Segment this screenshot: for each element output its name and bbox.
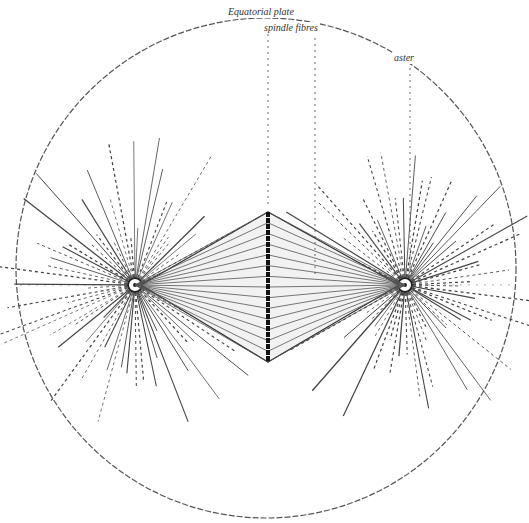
aster-ray: [24, 199, 129, 281]
leader-line: [315, 38, 316, 275]
aster-ray: [135, 293, 136, 387]
aster-ray: [91, 244, 129, 279]
spindle-fibre: [268, 266, 405, 285]
leader-line: [410, 68, 411, 268]
aster-ray: [381, 153, 404, 277]
spindle-fibre: [268, 285, 405, 362]
aster-ray: [63, 247, 128, 281]
aster-ray: [58, 290, 129, 347]
spindle-fibre: [135, 285, 268, 362]
spindle-fibre: [135, 285, 268, 351]
aster-ray: [407, 293, 429, 409]
aster-ray: [0, 288, 127, 337]
aster-ray: [409, 292, 426, 327]
aster-ray: [412, 224, 495, 281]
spindle-fibre: [135, 212, 268, 285]
aster-ray: [127, 293, 134, 373]
spindle-fibre: [268, 276, 405, 285]
spindle-fibre: [268, 223, 405, 285]
aster-ray: [131, 237, 134, 277]
aster-ray: [7, 286, 127, 307]
part-label: spindle fibres: [262, 22, 320, 34]
aster-ray: [412, 216, 527, 281]
aster-ray: [37, 243, 128, 282]
aster-ray: [412, 234, 520, 282]
aster-ray: [121, 293, 133, 368]
aster-ray: [0, 266, 127, 284]
aster-ray: [81, 292, 131, 381]
aster-ray: [109, 196, 132, 277]
aster-ray: [134, 141, 135, 277]
aster-ray: [82, 199, 131, 278]
aster-ray: [413, 282, 470, 285]
equatorial-plate: [266, 212, 270, 362]
aster-ray: [411, 290, 511, 369]
spindle-fibre: [135, 255, 268, 285]
aster-ray: [67, 244, 128, 281]
spindle-fibre: [135, 266, 268, 285]
aster-ray: [108, 142, 133, 277]
spindle-fibre: [135, 223, 268, 285]
spindle-fibre: [135, 285, 268, 319]
spindle-fibre: [135, 244, 268, 285]
aster-ray: [114, 242, 132, 278]
aster-ray: [409, 292, 467, 390]
spindle-outline: [141, 212, 399, 362]
aster-ray: [68, 287, 128, 303]
spindle-fibre: [268, 285, 405, 351]
aster-ray: [373, 231, 401, 278]
aster-ray: [87, 170, 132, 278]
aster-ray: [407, 177, 432, 277]
aster-ray: [399, 293, 404, 356]
spindle-fibre: [268, 285, 405, 341]
spindle-fibre: [268, 212, 405, 285]
aster-ray: [409, 213, 446, 279]
aster-ray: [137, 293, 157, 386]
aster-ray: [411, 291, 447, 328]
aster-ray: [413, 270, 509, 284]
spindle-fibre: [135, 276, 268, 285]
spindle-fibre: [268, 233, 405, 285]
spindle-fibre: [268, 255, 405, 285]
aster-ray: [413, 287, 529, 326]
aster-ray: [405, 293, 407, 355]
part-label: Equatorial plate: [226, 6, 296, 18]
aster-ray: [407, 293, 433, 387]
aster-ray: [411, 186, 501, 279]
aster-ray: [409, 243, 433, 279]
aster-ray: [138, 292, 157, 331]
aster-ray: [86, 291, 130, 342]
aster-ray: [1, 288, 128, 344]
leader-line: [268, 22, 269, 208]
aster-ray: [36, 173, 129, 279]
spindle-fibres: [135, 212, 405, 362]
cell-outline: [16, 18, 516, 518]
aster-ray: [136, 293, 144, 380]
aster-ray: [97, 235, 130, 279]
aster-ray: [411, 291, 447, 325]
spindle-fibre: [135, 233, 268, 285]
spindle-fibre: [268, 285, 405, 319]
part-label: aster: [392, 52, 416, 64]
aster-ray: [395, 198, 404, 277]
aster-ray: [87, 286, 128, 289]
aster-ray: [413, 285, 459, 287]
spindle-fibre: [135, 285, 268, 341]
aster-ray: [410, 196, 477, 279]
aster-ray: [51, 291, 130, 400]
aster-ray: [412, 288, 491, 320]
aster-ray: [406, 293, 420, 397]
aster-ray: [104, 291, 130, 318]
aster-ray: [105, 292, 132, 347]
aster-ray: [14, 284, 127, 286]
aster-ray: [413, 287, 475, 299]
aster-ray: [390, 293, 404, 374]
aster-ray: [403, 198, 405, 277]
spindle-fibre: [268, 244, 405, 285]
aster-ray: [138, 202, 172, 277]
aster-ray: [413, 264, 481, 282]
aster-ray: [50, 289, 128, 335]
